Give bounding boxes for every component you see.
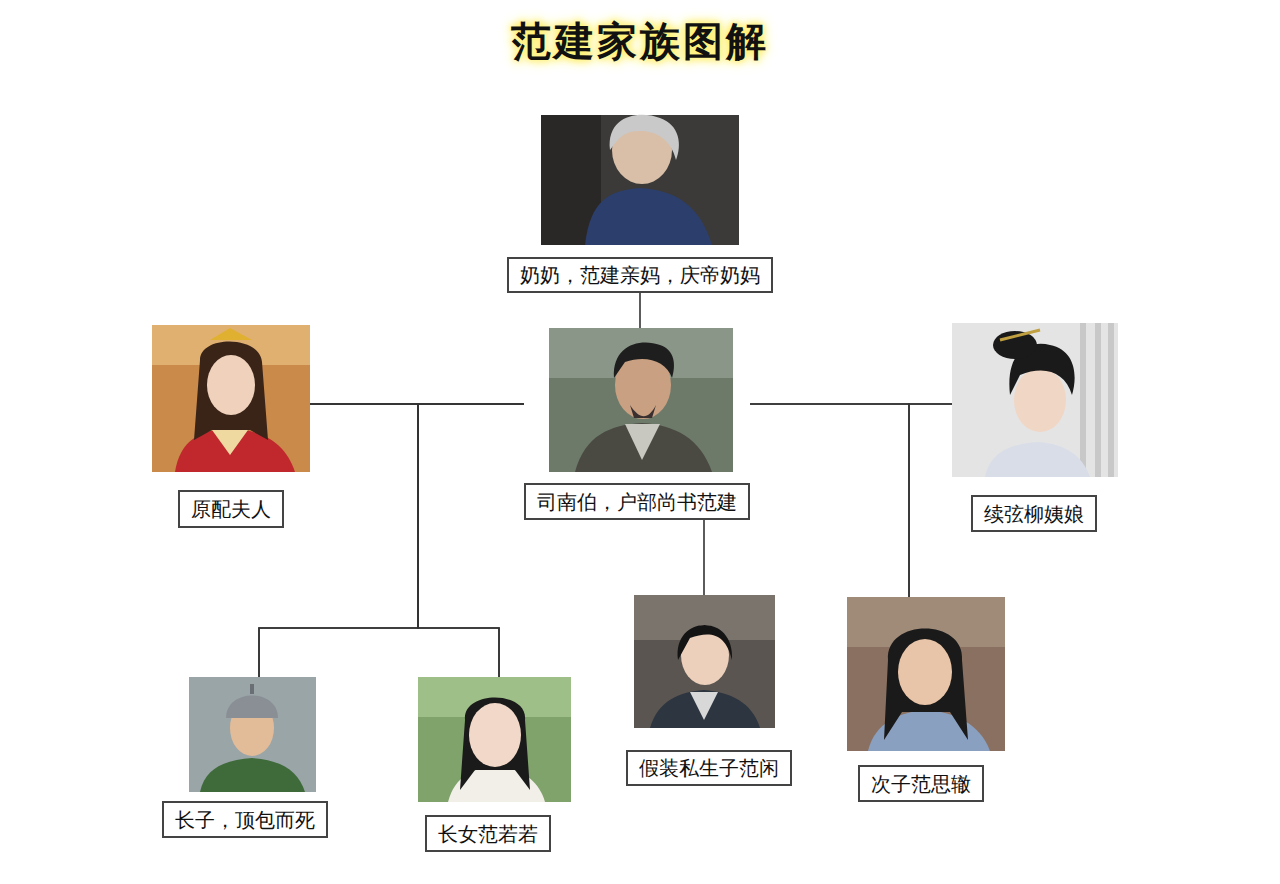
portrait-collar [625, 424, 660, 460]
portrait-beard [630, 405, 656, 418]
photo-ground [634, 595, 775, 728]
family-connector [909, 404, 952, 597]
person-node: 长女范若若 [418, 677, 571, 852]
portrait-hair [460, 698, 530, 791]
portrait-face [1014, 368, 1066, 432]
portrait-face [469, 703, 521, 767]
name-label-box: 长女范若若 [425, 815, 551, 852]
photo-ground [189, 677, 316, 792]
portrait-photo [541, 115, 739, 245]
family-connector [704, 520, 705, 595]
family-connector [418, 404, 524, 677]
portrait-photo [549, 328, 733, 472]
portrait-hair [614, 343, 674, 378]
person-name: 原配夫人 [191, 497, 271, 521]
name-label-box: 假装私生子范闲 [626, 750, 792, 786]
portrait-photo [634, 595, 775, 728]
person-node: 原配夫人 [152, 325, 310, 528]
family-connector [750, 404, 909, 597]
portrait-crown [210, 328, 252, 340]
person-node: 司南伯，户部尚书范建 [524, 328, 750, 520]
portrait-hair [610, 115, 679, 160]
person-name: 长女范若若 [438, 822, 538, 846]
person-node: 奶奶，范建亲妈，庆帝奶妈 [507, 115, 773, 293]
person-name: 奶奶，范建亲妈，庆帝奶妈 [520, 263, 760, 287]
photo-ground [549, 328, 733, 472]
portrait-body [585, 188, 712, 245]
portrait-face [207, 355, 255, 415]
portrait-hair [678, 625, 733, 660]
person-name: 司南伯，户部尚书范建 [537, 490, 737, 514]
photo-ground [152, 325, 310, 472]
portrait-photo [952, 323, 1118, 477]
photo-stripe [1095, 323, 1101, 477]
portrait-hair [884, 629, 968, 741]
photo-ground [847, 597, 1005, 751]
portrait-face [898, 639, 952, 705]
portrait-collar [690, 692, 718, 720]
photo-stripe [1108, 323, 1114, 477]
photo-ground [952, 323, 1118, 477]
name-label-box: 长子，顶包而死 [162, 801, 328, 838]
name-label-box: 奶奶，范建亲妈，庆帝奶妈 [507, 257, 773, 293]
portrait-helmet-spike [250, 684, 254, 694]
person-node: 续弦柳姨娘 [952, 323, 1118, 532]
portrait-body [175, 428, 295, 472]
person-name: 假装私生子范闲 [639, 756, 779, 780]
person-node: 长子，顶包而死 [162, 677, 328, 838]
name-label-box: 司南伯，户部尚书范建 [524, 483, 750, 520]
portrait-photo [418, 677, 571, 802]
portrait-collar [212, 430, 248, 455]
person-node: 次子范思辙 [847, 597, 1005, 802]
portrait-body [575, 423, 712, 472]
name-label-box: 原配夫人 [178, 490, 284, 528]
family-connector [640, 293, 641, 328]
portrait-photo [152, 325, 310, 472]
portrait-hair [194, 341, 268, 440]
portrait-photo [189, 677, 316, 792]
name-label-box: 续弦柳姨娘 [971, 495, 1097, 532]
portrait-photo [847, 597, 1005, 751]
diagram-title: 范建家族图解 [0, 14, 1280, 69]
photo-ground [541, 115, 739, 245]
name-label-box: 次子范思辙 [858, 765, 984, 802]
portrait-body [200, 758, 305, 792]
family-connector [310, 404, 499, 677]
photo-stripe [1080, 323, 1086, 477]
portrait-hairpin [1000, 330, 1040, 340]
person-name: 续弦柳姨娘 [984, 502, 1084, 526]
person-name: 长子，顶包而死 [175, 808, 315, 832]
photo-ground [418, 677, 571, 802]
person-node: 假装私生子范闲 [626, 595, 792, 786]
person-name: 次子范思辙 [871, 772, 971, 796]
portrait-body [650, 690, 760, 728]
portrait-body [985, 442, 1090, 477]
portrait-helmet [226, 696, 278, 719]
